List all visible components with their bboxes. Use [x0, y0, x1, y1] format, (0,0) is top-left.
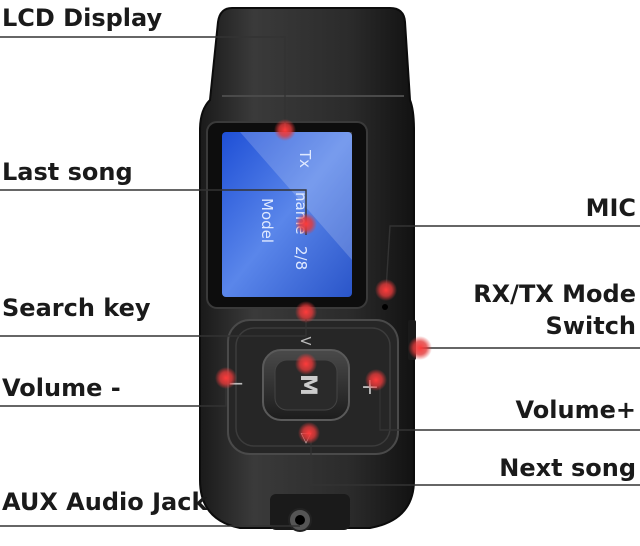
marker-volume-plus [365, 369, 387, 391]
aux-jack [270, 494, 350, 532]
marker-last-song [295, 213, 317, 235]
label-volume-plus: Volume+ [515, 396, 636, 424]
screen-line-track: 2/8 [292, 246, 310, 270]
lcd-screen [206, 121, 368, 309]
screen-line-model: Model [258, 198, 276, 243]
mode-button[interactable] [262, 349, 350, 421]
mic-hole [382, 304, 388, 310]
mode-button-letter: M [295, 374, 320, 396]
label-lcd-display: LCD Display [2, 4, 163, 32]
marker-mode-button [295, 353, 317, 375]
marker-next-song [298, 422, 320, 444]
markers [215, 119, 432, 444]
leader-mic [385, 225, 640, 291]
marker-rxtx [408, 336, 432, 360]
label-search-key: Search key [2, 294, 151, 322]
leader-next-song [310, 436, 640, 486]
marker-lcd-display [274, 119, 296, 141]
leader-lcd-display [0, 36, 286, 130]
marker-volume-minus [215, 367, 237, 389]
label-rxtx-line2: Switch [545, 312, 636, 340]
label-volume-minus: Volume - [2, 374, 121, 402]
label-last-song: Last song [2, 158, 133, 186]
label-next-song: Next song [499, 454, 636, 482]
label-rxtx-line1: RX/TX Mode [473, 280, 636, 308]
marker-mic [375, 279, 397, 301]
leader-volume-plus [379, 382, 640, 431]
label-aux-audio-jack: AUX Audio Jack [2, 488, 208, 516]
screen-line-tx: Tx [296, 149, 314, 168]
marker-search-key [295, 301, 317, 323]
label-mic: MIC [585, 194, 636, 222]
